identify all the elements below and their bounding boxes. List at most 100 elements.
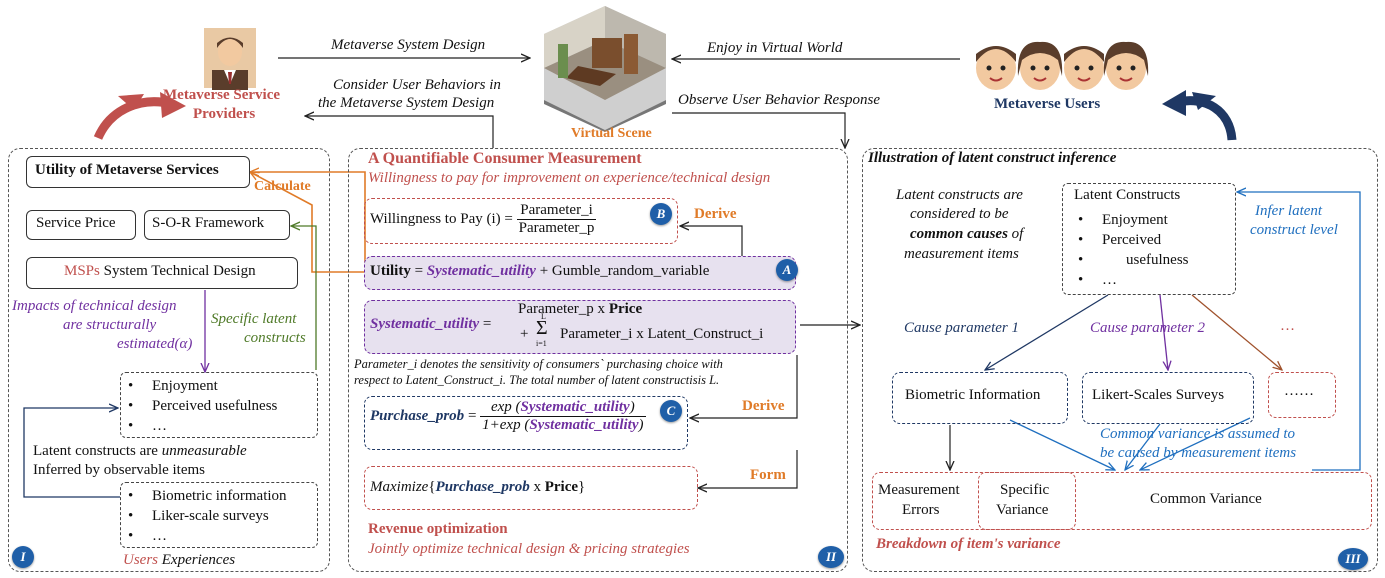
pp-num-c: ) (629, 399, 635, 415)
form-label: Form (750, 467, 786, 483)
users-word: Users (123, 552, 159, 568)
wtp-box (364, 198, 678, 244)
utility-formula-box (364, 256, 796, 290)
panel-i (8, 148, 330, 572)
sys-line-2: Parameter_i x Latent_Construct_i (560, 326, 764, 342)
common-variance-label: Common Variance (1150, 491, 1262, 507)
providers-label-1: Metaverse Service (163, 87, 281, 103)
panel-ii-title: A Quantifiable Consumer Measurement (368, 150, 642, 167)
pp-denominator: 1+exp (Systematic_utility) (480, 417, 645, 434)
sys-plus: + (520, 326, 529, 342)
more-causes: … (1280, 318, 1295, 334)
observable-item: … (128, 526, 287, 546)
service-price-label: Service Price (36, 215, 116, 231)
pp-fraction: exp (Systematic_utility)1+exp (Systemati… (480, 399, 646, 434)
latent-item: Enjoyment (128, 376, 277, 396)
breakdown-label: Breakdown of item's variance (876, 536, 1061, 552)
more-items-label: …… (1284, 383, 1314, 399)
sys-sum-top: L (541, 312, 546, 321)
latent-item: … (128, 416, 277, 436)
observable-items-box (120, 482, 318, 548)
revenue-subtitle: Jointly optimize technical design & pric… (368, 541, 690, 557)
sys-price: Price (608, 301, 643, 317)
sys-eq: = (479, 316, 492, 332)
latent-items-box (120, 372, 318, 438)
lc-item: usefulness (1078, 250, 1189, 270)
wtp-label: Willingness to Pay (i) = (370, 211, 517, 227)
max-price: Price (544, 479, 579, 495)
specific-variance-1: Specific (1000, 482, 1050, 498)
enjoy-arrow-label: Enjoy in Virtual World (707, 40, 843, 56)
virtual-scene-label: Virtual Scene (571, 126, 652, 141)
observe-arrow-label: Observe User Behavior Response (678, 92, 881, 108)
utility-title: Utility of Metaverse Services (35, 162, 219, 178)
panel-ii (348, 148, 848, 572)
sor-label: S-O-R Framework (152, 215, 265, 231)
pp-num-b: Systematic_utility (520, 399, 630, 415)
biometric-label: Biometric Information (905, 387, 1041, 403)
sys-param-p: Parameter_p x (518, 301, 609, 317)
lc-item-cont: usefulness (1126, 252, 1189, 268)
utility-systematic: Systematic_utility (426, 263, 536, 279)
users-curve-arrow (1177, 96, 1237, 141)
max-brace-open: { (428, 479, 436, 495)
variance-left-box (872, 472, 1076, 530)
panel-iii-title: Illustration of latent construct inferen… (868, 150, 1117, 166)
service-provider-icon (204, 28, 256, 90)
systematic-utility-box (364, 300, 796, 354)
purchase-prob-box (364, 396, 688, 450)
impacts-text-2: are structurally (63, 317, 157, 333)
utility-formula: Utility = Systematic_utility + Gumble_ra… (370, 263, 709, 280)
sys-label: Systematic_utility (370, 316, 480, 332)
maximize-box (364, 466, 698, 510)
desc-line-1: Latent constructs are (896, 187, 1023, 203)
providers-label-2: Providers (193, 106, 256, 122)
measurement-errors-1: Measurement (878, 482, 960, 498)
desc-line-2: considered to be (910, 206, 1009, 222)
badge-a: A (776, 259, 798, 281)
maximize-formula: Maximize{Purchase_prob x Price} (370, 479, 585, 496)
specific-latent-1: Specific latent (211, 311, 297, 327)
impacts-text-3: estimated(α) (117, 336, 192, 353)
design-arrow-label: Metaverse System Design (331, 37, 486, 53)
tech-design-box (26, 257, 298, 289)
common-variance-box (978, 472, 1372, 530)
infer-label-1: Infer latent (1255, 203, 1323, 219)
virtual-scene-image (544, 6, 666, 132)
derive-label-2: Derive (742, 398, 785, 414)
common-note-2: be caused by measurement items (1100, 445, 1297, 461)
sum-symbol: Σ (536, 317, 548, 339)
lc-item: Enjoyment (1078, 210, 1189, 230)
calculate-label: Calculate (254, 179, 311, 194)
latent-constructs-box (1062, 183, 1236, 295)
service-price-box (26, 210, 136, 240)
utility-word: Utility (370, 263, 411, 279)
infer-label-2: construct level (1250, 222, 1338, 238)
panel-iii (862, 148, 1378, 572)
desc-line-5: measurement items (904, 246, 1019, 262)
parameter-note-1: Parameter_i denotes the sensitivity of c… (354, 357, 723, 371)
likert-label: Likert-Scales Surveys (1092, 387, 1225, 403)
cause-parameter-1: Cause parameter 1 (904, 320, 1019, 336)
panel-iii-badge: III (1338, 548, 1368, 570)
users-experiences: Users Experiences (123, 552, 235, 569)
unmeasurable-text: Latent constructs are unmeasurable (33, 443, 247, 460)
consider-label-1: Consider User Behaviors in (333, 77, 501, 93)
badge-b: B (650, 203, 672, 225)
desc-common-causes: common causes (910, 226, 1008, 242)
wtp-numerator: Parameter_i (516, 202, 597, 220)
sys-sum-bottom: i=1 (536, 339, 547, 348)
latent-items-list: Enjoyment Perceived usefulness … (128, 376, 277, 436)
pp-eq: = (464, 408, 481, 424)
utility-box (26, 156, 250, 188)
inferred-text: Inferred by observable items (33, 462, 206, 478)
max-times: x (529, 479, 545, 495)
observable-item: Biometric information (128, 486, 287, 506)
purchase-prob-formula: Purchase_prob = exp (Systematic_utility)… (370, 399, 646, 434)
tech-design-label: MSPs System Technical Design (64, 263, 256, 280)
max-purchase-prob: Purchase_prob (435, 479, 530, 495)
sor-box (144, 210, 290, 240)
